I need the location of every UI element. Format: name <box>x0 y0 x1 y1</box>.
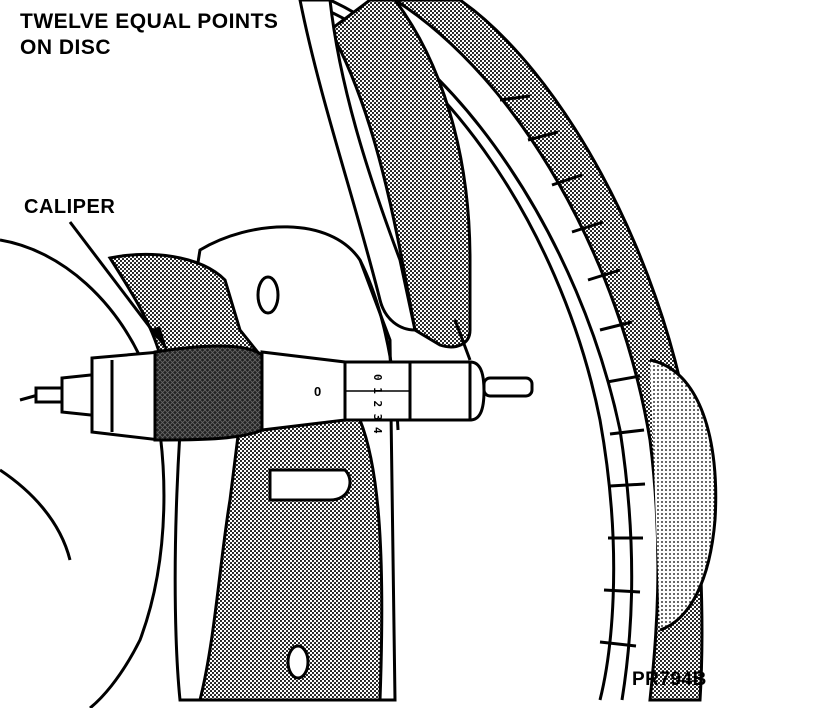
micrometer <box>34 319 534 442</box>
thimble-number: 0 <box>314 384 321 399</box>
caliper-label: CALIPER <box>24 196 116 218</box>
caliper-leader <box>68 221 168 352</box>
title-line-2: ON DISC <box>20 36 112 59</box>
figure-id: PR794B <box>632 669 707 690</box>
micrometer-scale: 0 1 2 3 4 0 <box>314 374 384 434</box>
wheel-hub <box>0 238 166 708</box>
caliper-housing <box>107 225 400 702</box>
sleeve-numbers: 0 1 2 3 4 <box>371 374 384 434</box>
caliper-bracket <box>298 0 472 349</box>
title-line-1: TWELVE EQUAL POINTS <box>20 10 279 33</box>
